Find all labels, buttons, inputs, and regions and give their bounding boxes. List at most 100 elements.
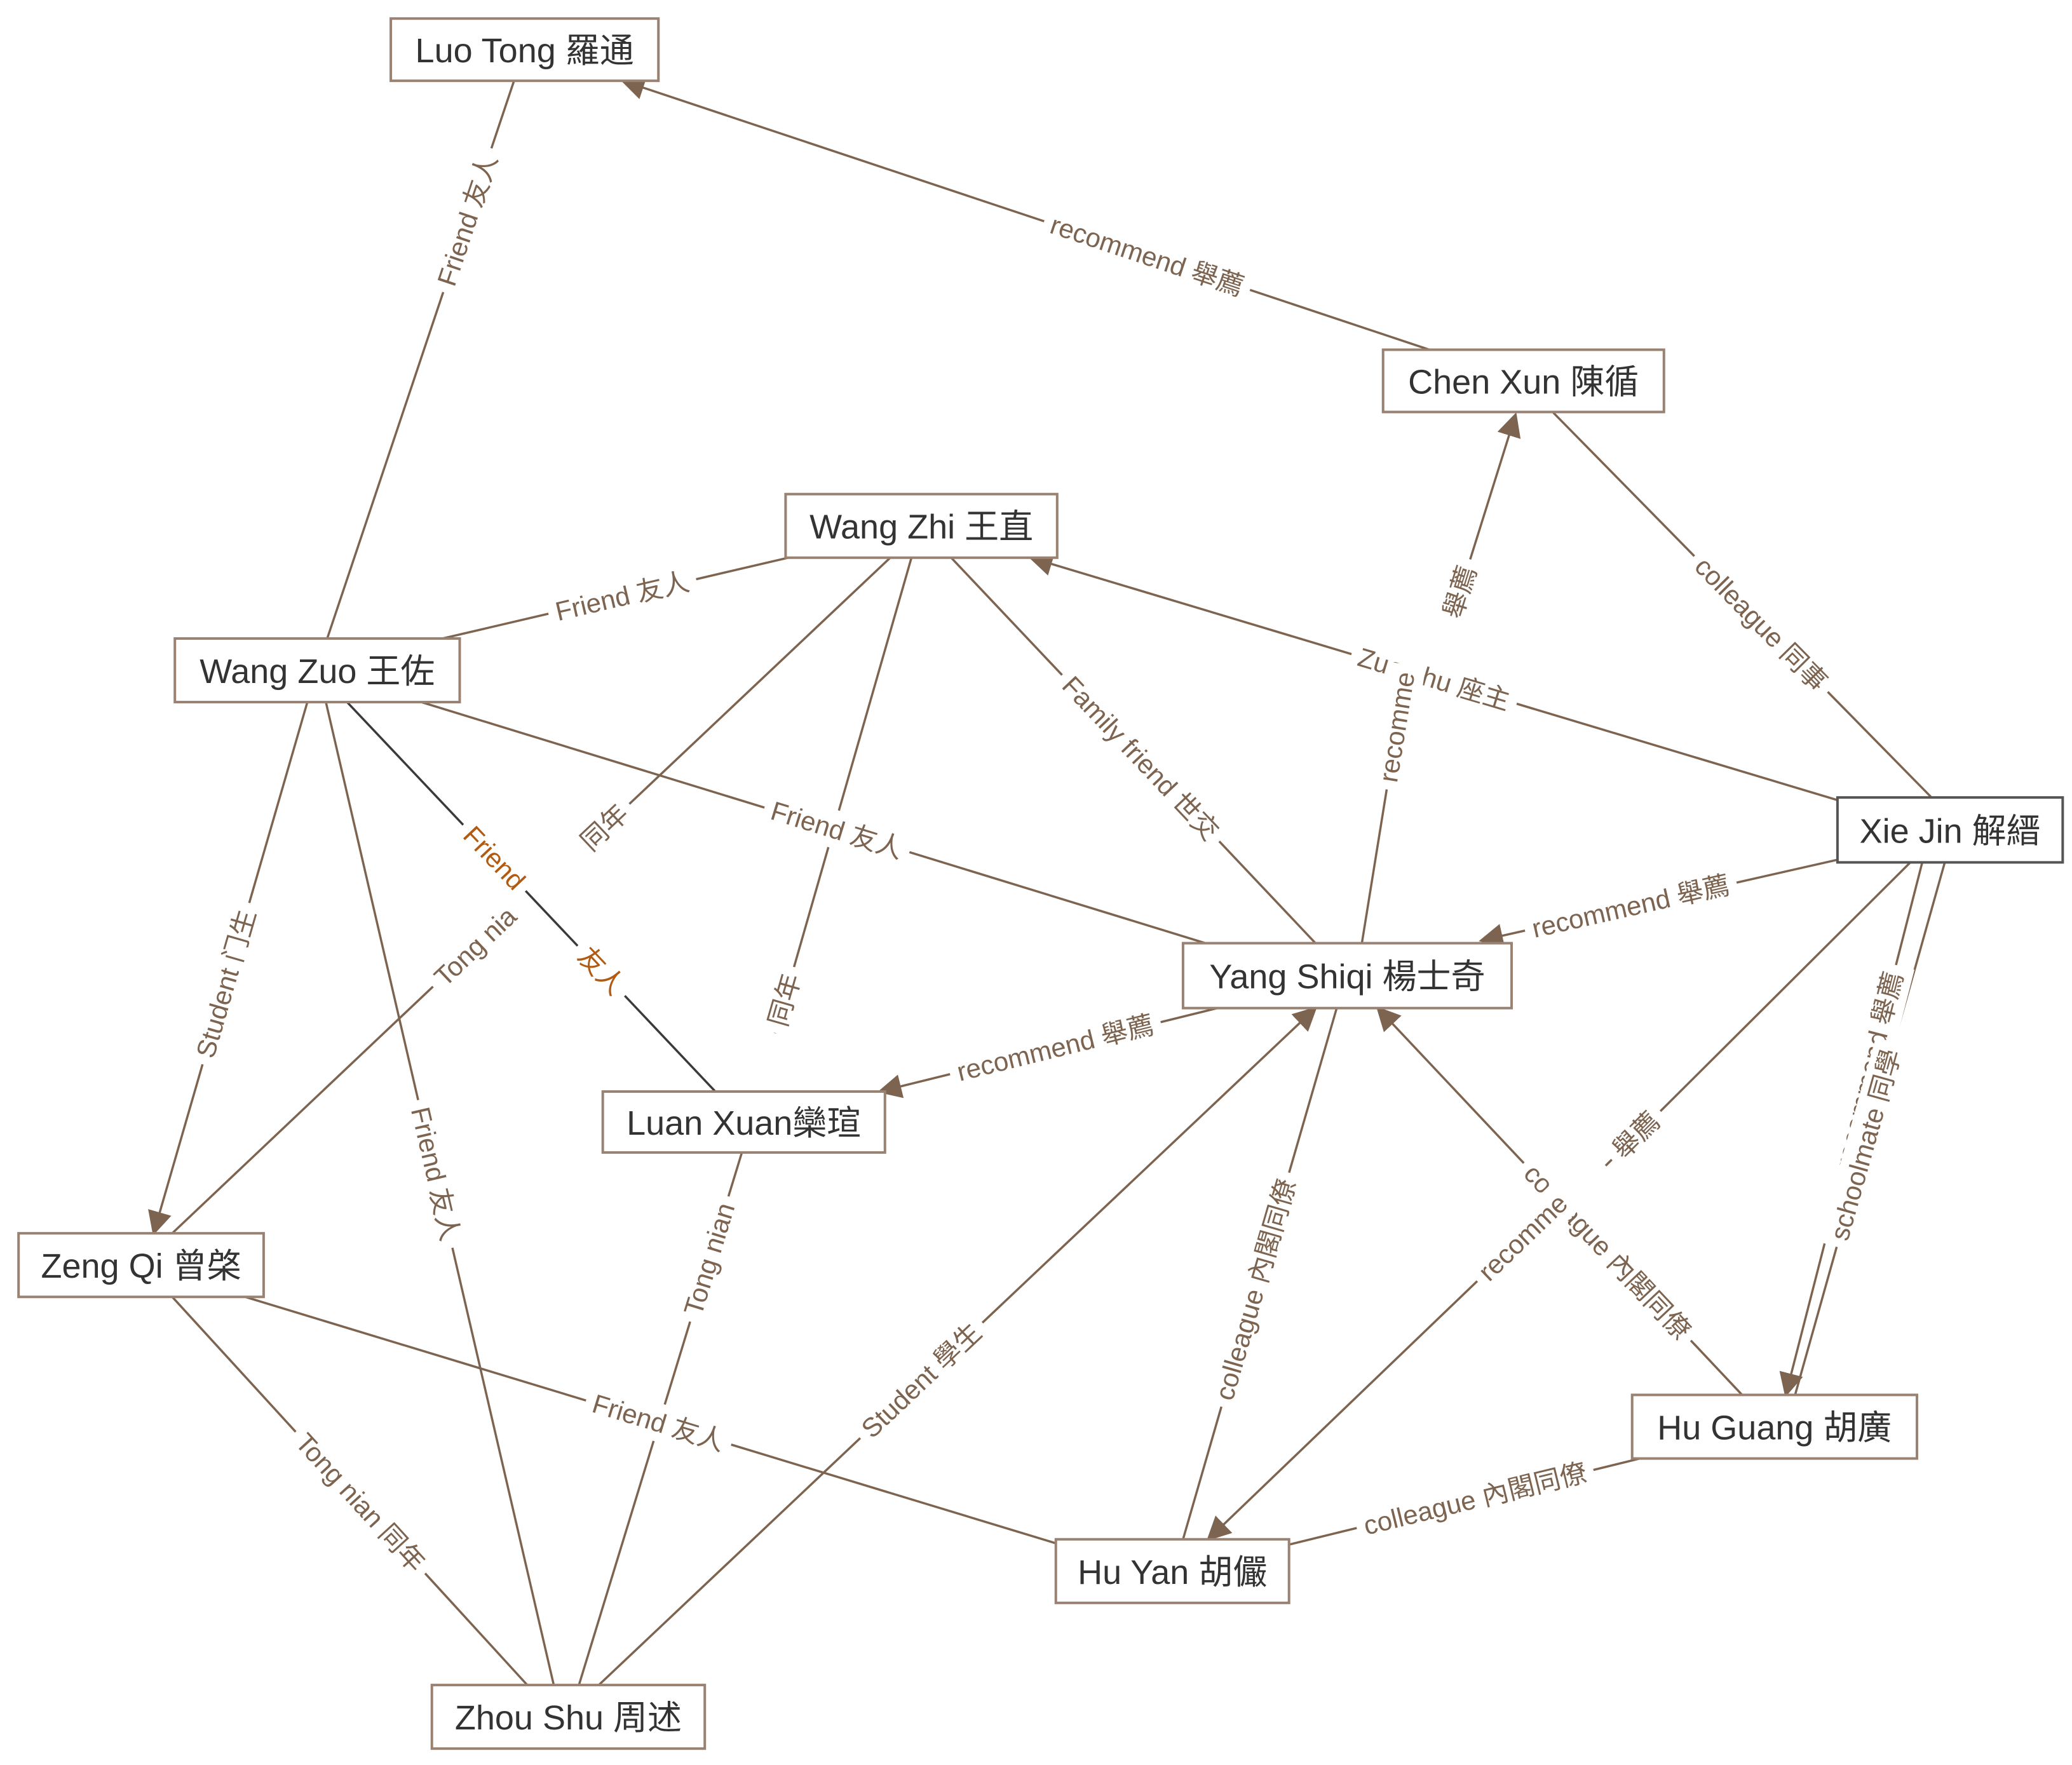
edge-label-text: colleague 內閣同僚 xyxy=(1518,1158,1696,1345)
edge-label-background xyxy=(1367,661,1426,793)
edge-label-text: colleague 內閣同僚 xyxy=(1209,1176,1301,1403)
edge-label-background xyxy=(449,811,540,904)
node-box xyxy=(601,1090,886,1154)
edge-label-e12: Student 门生 xyxy=(184,897,268,1070)
edge-label-background xyxy=(425,142,510,299)
edge-label-text: Friend 友人 xyxy=(589,1388,728,1456)
edge-label-e11: Friend xyxy=(449,811,540,904)
node-yangshiqi[interactable]: Yang Shiqi 楊士奇 xyxy=(1181,942,1513,1010)
edge-label-text: recommend 舉薦 xyxy=(1046,210,1247,302)
node-luotong[interactable]: Luo Tong 羅通 xyxy=(389,17,660,83)
edge-label-e27: Tong nian 同年 xyxy=(281,1419,440,1586)
edge-line-e11 xyxy=(346,701,717,1093)
edge-label-background xyxy=(1346,635,1522,722)
node-xiejin[interactable]: Xie Jin 解縉 xyxy=(1836,796,2064,864)
edge-label-e23: colleague 內閣同僚 xyxy=(1203,1167,1308,1412)
edge-label-e1: recommend 舉薦 xyxy=(1038,203,1256,308)
node-label: Luan Xuan欒瑄 xyxy=(626,1104,861,1142)
edge-label-background xyxy=(1431,553,1489,631)
edge-label-e5: Friend 友人 xyxy=(544,560,701,633)
edge-label-background xyxy=(945,1003,1165,1093)
edge-label-e7: Family friend 世交 xyxy=(1048,661,1233,855)
edge-label-e6: Zuo zhu 座主 xyxy=(1346,635,1522,722)
edge-label-e26: Friend 友人 xyxy=(580,1382,737,1463)
edge-label-e20: recommend 舉薦 xyxy=(945,1003,1165,1093)
edge-label-background xyxy=(1598,1097,1674,1173)
edge-label-e4: 舉薦 xyxy=(1431,553,1489,631)
node-box xyxy=(389,17,660,83)
edge-label-e10: Friend 友人 xyxy=(759,789,916,870)
edge-label-background xyxy=(419,892,531,1001)
node-label: Chen Xun 陳循 xyxy=(1408,363,1639,401)
edge-label-text: Friend 友人 xyxy=(552,567,692,627)
node-label: Wang Zuo 王佐 xyxy=(200,653,435,691)
edge-label-background xyxy=(544,560,701,633)
edge-label-e3: colleague 同事 xyxy=(1681,543,1841,705)
node-label: Hu Yan 胡儼 xyxy=(1078,1553,1267,1592)
node-box xyxy=(17,1232,265,1299)
edge-label-background xyxy=(1681,543,1841,705)
edge-line-e8 xyxy=(582,557,891,849)
edge-label-background xyxy=(399,1095,471,1252)
edge-label-e16: recommend 舉薦 xyxy=(1520,863,1741,949)
edge-label-text: Friend 友人 xyxy=(405,1104,465,1244)
node-luanxuan[interactable]: Luan Xuan欒瑄 xyxy=(601,1090,886,1154)
node-box xyxy=(1630,1393,1918,1460)
edge-label-e14: Tong nia xyxy=(419,892,531,1001)
edge-label-e22: Student 學生 xyxy=(847,1309,996,1452)
edge-label-background xyxy=(757,961,813,1039)
edge-label-text: Friend 友人 xyxy=(768,795,907,864)
node-box xyxy=(784,492,1059,559)
edge-line-e9 xyxy=(774,557,913,1034)
node-label: Hu Guang 胡廣 xyxy=(1657,1409,1892,1447)
edge-label-text: 舉薦 xyxy=(1438,562,1482,622)
edge-label-text: 同年 xyxy=(763,970,806,1030)
edge-line-e1 xyxy=(620,76,1430,351)
edge-label-text: Tong nian xyxy=(678,1200,740,1319)
node-label: Zhou Shu 周述 xyxy=(455,1699,682,1737)
edge-label-text: colleague 內閣同僚 xyxy=(1360,1457,1589,1541)
edge-label-background xyxy=(1520,863,1741,949)
node-box xyxy=(1054,1538,1290,1604)
node-box xyxy=(1381,348,1665,414)
node-label: Wang Zhi 王直 xyxy=(809,508,1033,546)
edge-label-text: Student 學生 xyxy=(855,1317,987,1444)
edge-label-background xyxy=(847,1309,996,1452)
edge-label-text: recomme xyxy=(1472,1188,1573,1287)
edge-label-background xyxy=(1038,203,1256,308)
edge-label-e2: Friend 友人 xyxy=(425,142,510,299)
edge-label-background xyxy=(580,1382,737,1463)
node-label: Xie Jin 解縉 xyxy=(1860,812,2041,850)
edge-label-e21: Tong nian xyxy=(672,1191,747,1327)
edge-label-background xyxy=(566,790,643,865)
node-wangzuo[interactable]: Wang Zuo 王佐 xyxy=(173,637,461,704)
node-box xyxy=(1181,942,1513,1010)
edge-label-background xyxy=(184,897,268,1070)
edge-label-e9: 同年 xyxy=(757,961,813,1039)
edge-label-background xyxy=(672,1191,747,1327)
edge-label-text: Tong nia xyxy=(428,901,522,992)
node-zhoushu[interactable]: Zhou Shu 周述 xyxy=(430,1684,707,1750)
edge-label-background xyxy=(1048,661,1233,855)
edge-label-e13: Friend 友人 xyxy=(399,1095,471,1252)
node-label: Yang Shiqi 楊士奇 xyxy=(1209,958,1485,996)
node-huyan[interactable]: Hu Yan 胡儼 xyxy=(1054,1538,1290,1604)
edge-label-e28: colleague 內閣同僚 xyxy=(1352,1451,1598,1547)
node-label: Luo Tong 羅通 xyxy=(416,32,634,70)
node-chenxun[interactable]: Chen Xun 陳循 xyxy=(1381,348,1665,414)
edge-label-background xyxy=(1203,1167,1308,1412)
edge-label-background xyxy=(1352,1451,1598,1547)
node-zengqi[interactable]: Zeng Qi 曾棨 xyxy=(17,1232,265,1299)
node-box xyxy=(173,637,461,704)
edge-label-text: Tong nian 同年 xyxy=(290,1428,431,1578)
edge-label-background xyxy=(564,933,639,1009)
node-box xyxy=(430,1684,707,1750)
edge-label-text: Family friend 世交 xyxy=(1057,670,1225,846)
edge-label-background xyxy=(759,789,916,870)
node-label: Zeng Qi 曾棨 xyxy=(41,1247,241,1285)
edge-label-background xyxy=(281,1419,440,1586)
node-huguang[interactable]: Hu Guang 胡廣 xyxy=(1630,1393,1918,1460)
edge-label-text: colleague 同事 xyxy=(1689,551,1833,696)
node-wangzhi[interactable]: Wang Zhi 王直 xyxy=(784,492,1059,559)
